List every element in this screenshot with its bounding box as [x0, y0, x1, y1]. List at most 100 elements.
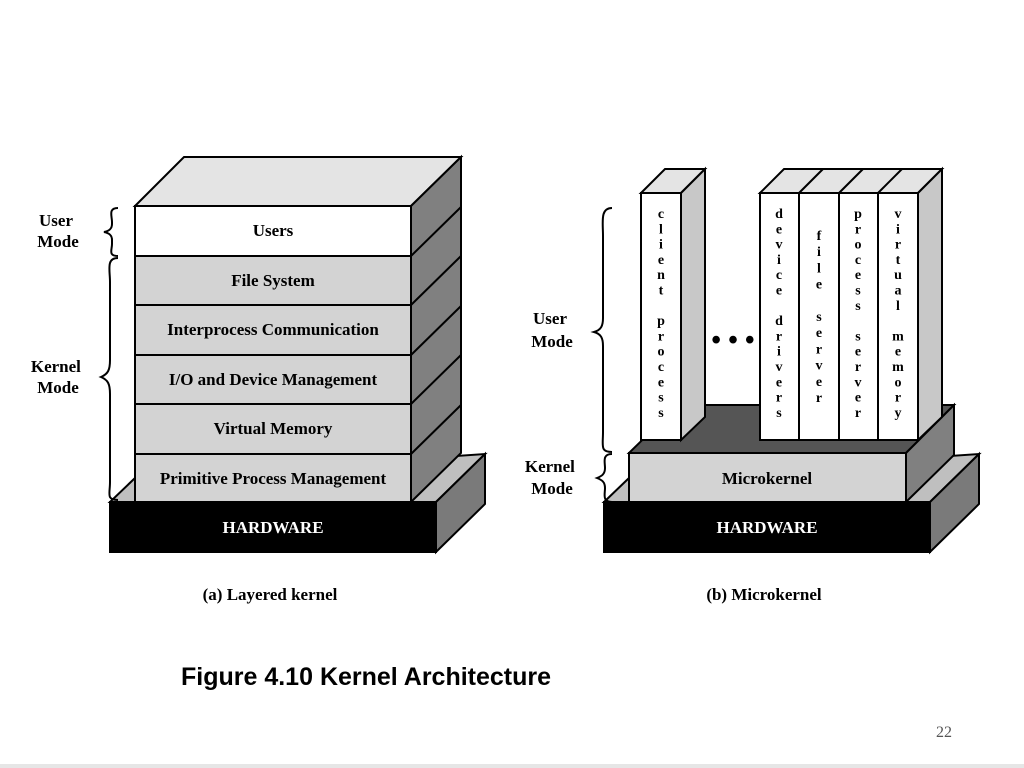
client-process-letter: r: [658, 329, 664, 344]
virtual-memory-letter: v: [895, 207, 902, 222]
client-process-letter: s: [658, 406, 664, 421]
process-server-letter: e: [855, 391, 861, 406]
client-process-letter: l: [659, 222, 663, 237]
layered-hardware-block: [109, 501, 437, 553]
virtual-memory-letter: m: [892, 329, 904, 344]
virtual-memory-letter: y: [895, 406, 902, 421]
device-drivers-letter: d: [775, 314, 783, 329]
device-drivers-letter: e: [776, 375, 782, 390]
process-server-letter: s: [855, 329, 861, 344]
device-drivers-letter: i: [777, 253, 781, 268]
file-server-letter: v: [816, 359, 823, 374]
client-process-letter: e: [658, 253, 664, 268]
layer-users: Users: [134, 205, 412, 257]
process-server-letter: c: [855, 253, 861, 268]
virtual-memory-letter: e: [895, 345, 901, 360]
virtual-memory-letter: a: [895, 284, 902, 299]
ellipsis: • • •: [711, 325, 754, 356]
client-process-letter: p: [657, 314, 665, 329]
process-server-letter: s: [855, 284, 861, 299]
virtual-memory-letter: u: [894, 268, 902, 283]
client-process-letter: c: [658, 207, 664, 222]
layered-kernel-mode-label: Kernel Mode: [31, 357, 85, 397]
layer-primitive-process-label: Primitive Process Management: [160, 469, 387, 488]
virtual-memory-letter: r: [895, 238, 901, 253]
layer-virtual-memory: Virtual Memory: [134, 403, 412, 455]
process-server-letter: r: [855, 360, 861, 375]
layer-file-system: File System: [134, 255, 412, 306]
layered-user-mode-line2: Mode: [37, 232, 79, 251]
layered-kernel-mode-line2: Mode: [37, 378, 79, 397]
micro-kernel-mode-label: Kernel Mode: [525, 457, 579, 498]
file-server-letter: e: [816, 375, 822, 390]
layered-user-mode-line1: User: [39, 211, 73, 230]
layer-io-device: I/O and Device Management: [134, 354, 412, 405]
footer-bar: [0, 764, 1024, 768]
file-server-letter: r: [816, 391, 822, 406]
virtual-memory-letter: i: [896, 222, 900, 237]
file-server-letter: l: [817, 261, 821, 276]
micro-user-mode-line1: User: [533, 309, 567, 328]
process-server-letter: r: [855, 406, 861, 421]
device-drivers-letter: e: [776, 222, 782, 237]
device-drivers-letter: r: [776, 329, 782, 344]
micro-user-mode-label: User Mode: [531, 309, 573, 351]
layer-users-label: Users: [253, 221, 294, 240]
virtual-memory-letter: o: [895, 375, 902, 390]
layered-kernel-diagram: HARDWARE Users File System Interprocess …: [31, 154, 488, 604]
micro-user-mode-line2: Mode: [531, 332, 573, 351]
device-drivers-letter: r: [776, 391, 782, 406]
layered-side-dividers: [410, 206, 462, 455]
virtual-memory-letter: t: [896, 253, 901, 268]
server-group: [757, 166, 945, 443]
micro-hardware-label: HARDWARE: [716, 518, 817, 537]
client-process-letter: n: [657, 268, 665, 283]
client-process-letter: e: [658, 375, 664, 390]
layered-kernel-mode-line1: Kernel: [31, 357, 81, 376]
device-drivers-letter: v: [776, 238, 783, 253]
microkernel-block: [628, 452, 907, 503]
file-server-letter: e: [816, 326, 822, 341]
layer-virtual-memory-label: Virtual Memory: [214, 419, 333, 438]
server-virtual-memory: [877, 192, 919, 441]
process-server-letter: e: [855, 345, 861, 360]
virtual-memory-letter: r: [895, 391, 901, 406]
file-server-letter: e: [816, 278, 822, 293]
virtual-memory-letter: m: [892, 360, 904, 375]
micro-kernel-mode-line2: Mode: [531, 479, 573, 498]
process-server-letter: v: [855, 375, 862, 390]
file-server-letter: r: [816, 342, 822, 357]
process-server-letter: p: [854, 207, 862, 222]
device-drivers-letter: d: [775, 207, 783, 222]
layer-io-device-label: I/O and Device Management: [169, 370, 378, 389]
process-server-letter: o: [855, 238, 862, 253]
client-process-letter: c: [658, 360, 664, 375]
server-device-drivers: [759, 192, 800, 441]
device-drivers-letter: e: [776, 284, 782, 299]
layered-user-mode-label: User Mode: [37, 211, 79, 251]
device-drivers-letter: v: [776, 360, 783, 375]
layered-kernel-mode-brace: [98, 257, 119, 501]
client-process-letter: i: [659, 238, 663, 253]
client-process-letter: o: [658, 345, 665, 360]
layer-ipc-label: Interprocess Communication: [167, 320, 379, 339]
layered-kernel-caption: (a) Layered kernel: [203, 585, 338, 604]
file-server-letter: s: [816, 310, 822, 325]
layered-hardware-label: HARDWARE: [222, 518, 323, 537]
microkernel-label: Microkernel: [722, 469, 813, 488]
layer-file-system-label: File System: [231, 271, 315, 290]
device-drivers-letter: i: [777, 345, 781, 360]
layered-user-mode-brace: [103, 207, 119, 257]
process-server-letter: e: [855, 268, 861, 283]
layer-primitive-process: Primitive Process Management: [134, 453, 412, 503]
microkernel-caption: (b) Microkernel: [706, 585, 822, 604]
figure-title: Figure 4.10 Kernel Architecture: [181, 663, 552, 691]
virtual-memory-letter: l: [896, 299, 900, 314]
